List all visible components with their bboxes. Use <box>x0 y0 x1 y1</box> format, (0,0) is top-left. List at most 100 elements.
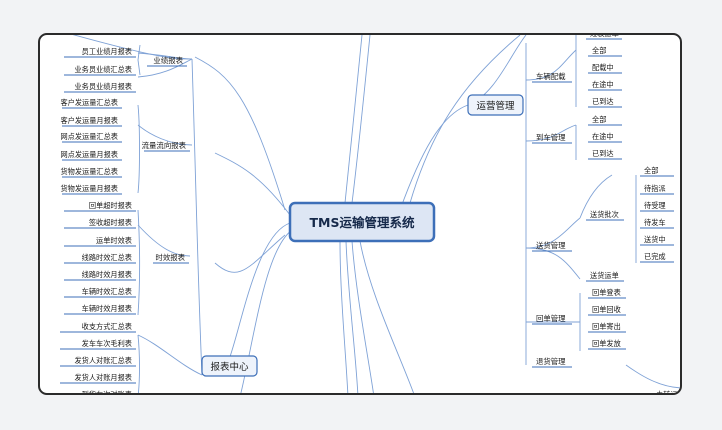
arrival-item-0-label: 全部 <box>592 115 606 124</box>
mindmap-svg: TMS运输管理系统 报表中心 运营管理 员工业绩汇总表员工业绩月报表业务员业绩汇… <box>60 35 682 395</box>
timeliness-item-4[interactable]: 线路时效月报表 <box>64 270 136 281</box>
timeliness-item-2[interactable]: 运单时效表 <box>64 236 136 247</box>
receipt-group-label: 回单管理 <box>536 314 566 323</box>
receipt-item-3-label: 回单发放 <box>592 339 621 348</box>
business-item-2[interactable]: 业务员业绩汇总表 <box>64 65 136 76</box>
batch-item-5-label: 已完成 <box>644 252 666 261</box>
mindmap-canvas[interactable]: TMS运输管理系统 报表中心 运营管理 员工业绩汇总表员工业绩月报表业务员业绩汇… <box>38 33 682 395</box>
batch-item-5[interactable]: 已完成 <box>640 252 674 263</box>
dispatch-item-3[interactable]: 已到达 <box>588 97 622 108</box>
operations-label: 运营管理 <box>476 100 515 112</box>
timeliness-item-3[interactable]: 线路时效汇总表 <box>64 253 136 264</box>
flow-item-5[interactable]: 货物发运量月报表 <box>60 184 122 195</box>
business-item-3[interactable]: 业务员业绩月报表 <box>64 82 136 93</box>
receipt-item-0[interactable]: 回单登表 <box>588 288 626 299</box>
timeliness-item-0-label: 回单超时报表 <box>89 201 132 210</box>
business-item-2-label: 业务员业绩汇总表 <box>74 65 132 74</box>
delivery-group[interactable]: 送货管理 <box>532 241 572 252</box>
report-center-label: 报表中心 <box>210 361 249 373</box>
timeliness-group-label: 时效报表 <box>155 253 185 262</box>
dispatch-item-1[interactable]: 配载中 <box>588 63 622 74</box>
top-cut-item[interactable]: 短驳运单 <box>586 35 622 40</box>
flow-item-2[interactable]: 网点发运量汇总表 <box>60 132 122 143</box>
root-node-label: TMS运输管理系统 <box>310 215 415 230</box>
timeliness-group[interactable]: 时效报表 <box>153 253 189 264</box>
flow-item-4[interactable]: 货物发运量汇总表 <box>60 167 122 178</box>
flow-group-label: 流量流向报表 <box>142 141 187 150</box>
flow-item-3[interactable]: 网点发运量月报表 <box>60 150 122 161</box>
batch-item-3[interactable]: 待发车 <box>640 218 674 229</box>
delivery-batch-label: 送货批次 <box>590 210 619 219</box>
finance-item-3-label: 发货人对账月报表 <box>74 373 132 382</box>
finance-item-4[interactable]: 到货车次对账表 <box>60 390 136 395</box>
business-item-3-label: 业务员业绩月报表 <box>74 82 132 91</box>
batch-item-4[interactable]: 送货中 <box>640 235 674 246</box>
finance-item-4-label: 到货车次对账表 <box>82 390 132 395</box>
arrival-item-1[interactable]: 在途中 <box>588 132 622 143</box>
batch-item-2[interactable]: 待受理 <box>640 201 674 212</box>
corner-cut[interactable]: 未转运单 <box>652 390 682 395</box>
receipt-item-3[interactable]: 回单发放 <box>588 339 626 350</box>
arrival-item-0[interactable]: 全部 <box>588 115 622 126</box>
finance-item-0-label: 收支方式汇总表 <box>82 322 132 331</box>
timeliness-item-5[interactable]: 车辆时效汇总表 <box>64 287 136 298</box>
flow-item-0[interactable]: 客户发运量汇总表 <box>60 98 122 109</box>
report-center-node[interactable]: 报表中心 <box>201 355 258 377</box>
finance-item-2[interactable]: 发货人对账汇总表 <box>60 356 136 367</box>
flow-item-5-label: 货物发运量月报表 <box>60 184 118 193</box>
timeliness-item-2-label: 运单时效表 <box>96 236 132 245</box>
delivery-waybill[interactable]: 送货运单 <box>586 271 624 282</box>
dispatch-group[interactable]: 车辆配载 <box>532 72 572 83</box>
batch-item-3-label: 待发车 <box>644 218 666 227</box>
timeliness-item-4-label: 线路时效月报表 <box>82 270 132 279</box>
receipt-item-1[interactable]: 回单回收 <box>588 305 626 316</box>
arrival-item-2-label: 已到达 <box>592 149 614 158</box>
business-group-label: 业绩报表 <box>153 56 183 65</box>
finance-item-1[interactable]: 发车车次毛利表 <box>60 339 136 350</box>
root-node[interactable]: TMS运输管理系统 <box>288 201 436 243</box>
arrival-group-label: 到车管理 <box>536 133 566 142</box>
arrival-group[interactable]: 到车管理 <box>532 133 572 144</box>
dispatch-item-2[interactable]: 在途中 <box>588 80 622 91</box>
returns-group[interactable]: 退货管理 <box>532 357 572 368</box>
node-labels: 员工业绩汇总表员工业绩月报表业务员业绩汇总表业务员业绩月报表业绩报表客户发运量汇… <box>60 35 682 395</box>
finance-item-0[interactable]: 收支方式汇总表 <box>60 322 136 333</box>
timeliness-item-1-label: 签收超时报表 <box>89 218 132 227</box>
flow-item-1[interactable]: 客户发运量月报表 <box>60 116 122 127</box>
flow-group[interactable]: 流量流向报表 <box>142 141 190 152</box>
flow-item-3-label: 网点发运量月报表 <box>60 150 118 159</box>
finance-item-2-label: 发货人对账汇总表 <box>74 356 132 365</box>
batch-item-4-label: 送货中 <box>644 235 666 244</box>
batch-item-0-label: 全部 <box>644 166 658 175</box>
operations-node[interactable]: 运营管理 <box>467 94 524 116</box>
dispatch-item-2-label: 在途中 <box>592 80 614 89</box>
arrival-item-1-label: 在途中 <box>592 132 614 141</box>
returns-group-label: 退货管理 <box>536 357 566 366</box>
arrival-item-2[interactable]: 已到达 <box>588 149 622 160</box>
timeliness-item-6[interactable]: 车辆时效月报表 <box>64 304 136 315</box>
batch-item-1-label: 待指派 <box>644 184 666 193</box>
timeliness-item-6-label: 车辆时效月报表 <box>82 304 132 313</box>
batch-item-2-label: 待受理 <box>644 201 666 210</box>
timeliness-item-1[interactable]: 签收超时报表 <box>64 218 136 229</box>
receipt-group[interactable]: 回单管理 <box>532 314 572 325</box>
timeliness-item-0[interactable]: 回单超时报表 <box>64 201 136 212</box>
report-connectors <box>72 35 203 393</box>
top-cut-item-label: 短驳运单 <box>590 35 619 38</box>
finance-item-3[interactable]: 发货人对账月报表 <box>60 373 136 384</box>
dispatch-item-1-label: 配载中 <box>592 63 614 72</box>
central-connectors <box>194 35 521 393</box>
business-group[interactable]: 业绩报表 <box>147 56 187 67</box>
dispatch-item-0[interactable]: 全部 <box>588 46 622 57</box>
receipt-item-1-label: 回单回收 <box>592 305 621 314</box>
batch-item-0[interactable]: 全部 <box>640 166 674 177</box>
timeliness-item-5-label: 车辆时效汇总表 <box>82 287 132 296</box>
flow-item-1-label: 客户发运量月报表 <box>60 116 118 125</box>
flow-item-2-label: 网点发运量汇总表 <box>60 132 118 141</box>
business-item-1[interactable]: 员工业绩月报表 <box>64 47 136 58</box>
finance-item-1-label: 发车车次毛利表 <box>82 339 132 348</box>
receipt-item-2[interactable]: 回单寄出 <box>588 322 626 333</box>
delivery-group-label: 送货管理 <box>536 241 566 250</box>
delivery-batch[interactable]: 送货批次 <box>586 210 624 221</box>
batch-item-1[interactable]: 待指派 <box>640 184 674 195</box>
